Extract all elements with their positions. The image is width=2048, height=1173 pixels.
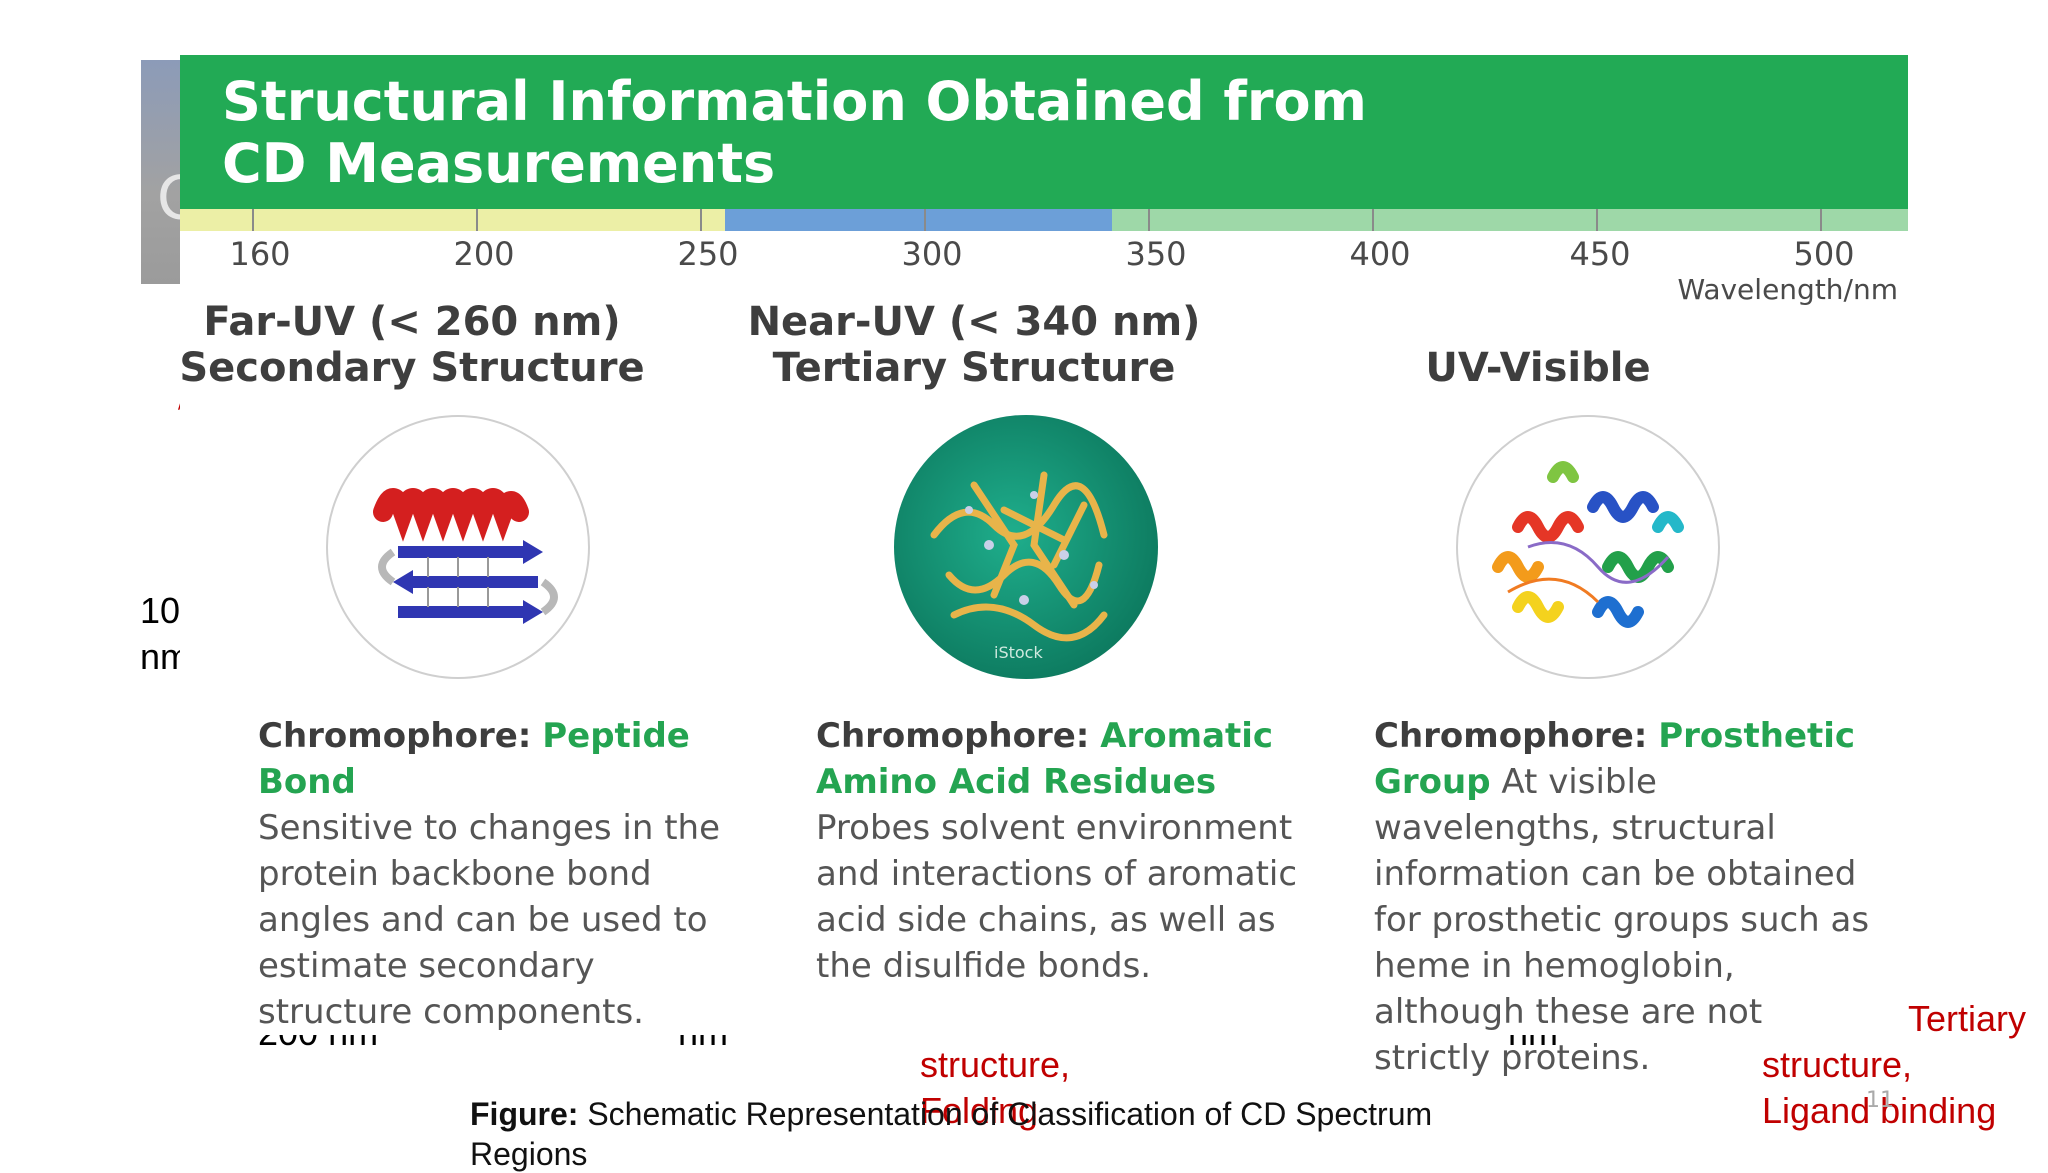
scale-tick-label: 500: [1793, 235, 1855, 273]
image-watermark: iStock: [994, 643, 1043, 662]
background-red-text-right: structure, Ligand binding: [1762, 1042, 1996, 1134]
scale-tick: [924, 209, 926, 231]
heading-line: Secondary Structure: [179, 345, 645, 391]
protein-ribbon-icon: [1456, 415, 1720, 679]
scale-tick-label: 160: [229, 235, 291, 273]
near-uv-description: Chromophore: Aromatic Amino Acid Residue…: [816, 713, 1316, 989]
title-line: CD Measurements: [222, 132, 776, 195]
chromophore-name: Peptide Bond: [258, 716, 690, 802]
scale-tick-label: 300: [901, 235, 963, 273]
chromophore-label: Chromophore:: [258, 716, 532, 756]
scale-tick: [1820, 209, 1822, 231]
chromophore-name: Aromatic Amino Acid Residues: [816, 716, 1274, 802]
scale-tick: [1596, 209, 1598, 231]
chromophore-label: Chromophore:: [1374, 716, 1648, 756]
background-red-line: structure,: [1762, 1044, 1913, 1085]
far-uv-description: Chromophore: Peptide Bond Sensitive to c…: [258, 713, 758, 1035]
title-line: Structural Information Obtained from: [222, 70, 1367, 133]
chromophore-description: At visible wavelengths, structural infor…: [1374, 762, 1870, 1078]
scale-tick-label: 450: [1569, 235, 1631, 273]
background-left-number-line: 10: [140, 590, 181, 631]
chromophore-name: Prosthetic Group: [1374, 716, 1856, 802]
title-banner: Structural Information Obtained from CD …: [180, 55, 1908, 209]
near-uv-heading: Near-UV (< 340 nm) Tertiary Structure: [704, 299, 1244, 391]
scale-tick: [700, 209, 702, 231]
helix-and-sheet-icon: [326, 415, 590, 679]
figure-caption-continued: Regions: [470, 1136, 588, 1172]
far-uv-segment: [180, 209, 725, 231]
infographic-title: Structural Information Obtained from CD …: [222, 71, 1367, 195]
scale-tick-label: 250: [677, 235, 739, 273]
infographic-overlay: Structural Information Obtained from CD …: [179, 55, 1908, 1078]
scale-tick: [1148, 209, 1150, 231]
background-red-text-middle: structure, Folding: [920, 1042, 1070, 1134]
scale-tick: [1372, 209, 1374, 231]
chromophore-label: Chromophore:: [816, 716, 1090, 756]
chromophore-description: Sensitive to changes in the protein back…: [258, 808, 721, 1032]
page-number: 11: [1866, 1088, 1894, 1113]
heading-line: [1268, 299, 1808, 345]
aromatic-residues-icon: iStock: [894, 415, 1158, 679]
figure-caption-text: Schematic Representation of Classificati…: [587, 1096, 1433, 1132]
wavelength-unit-label: Wavelength/nm: [1677, 273, 1898, 306]
heading-line: Near-UV (< 340 nm): [747, 299, 1201, 345]
heading-line: Tertiary Structure: [772, 345, 1176, 391]
scale-tick-label: 200: [453, 235, 515, 273]
chromophore-description: Probes solvent environment and interacti…: [816, 808, 1298, 986]
uv-visible-description: Chromophore: Prosthetic Group At visible…: [1374, 713, 1874, 1081]
scale-tick-label: 350: [1125, 235, 1187, 273]
near-uv-segment: [725, 209, 1112, 231]
visible-segment: [1112, 209, 1908, 231]
heading-line: Far-UV (< 260 nm): [203, 299, 621, 345]
scale-tick-label: 400: [1349, 235, 1411, 273]
background-red-line: Folding: [920, 1090, 1039, 1131]
background-slide-block: [141, 60, 181, 284]
background-red-line: structure,: [920, 1044, 1071, 1085]
figure-caption: Figure: Schematic Representation of Clas…: [470, 1096, 1432, 1133]
heading-line: UV-Visible: [1425, 345, 1651, 391]
background-red-line: Ligand binding: [1762, 1090, 1997, 1131]
scale-tick: [476, 209, 478, 231]
wavelength-scale-bar: [180, 209, 1908, 231]
uv-visible-heading: UV-Visible: [1268, 299, 1808, 391]
figure-caption-label: Figure:: [470, 1096, 579, 1132]
far-uv-heading: Far-UV (< 260 nm) Secondary Structure: [142, 299, 682, 391]
background-red-text-right-top: Tertiary: [1908, 998, 2027, 1039]
scale-tick: [252, 209, 254, 231]
